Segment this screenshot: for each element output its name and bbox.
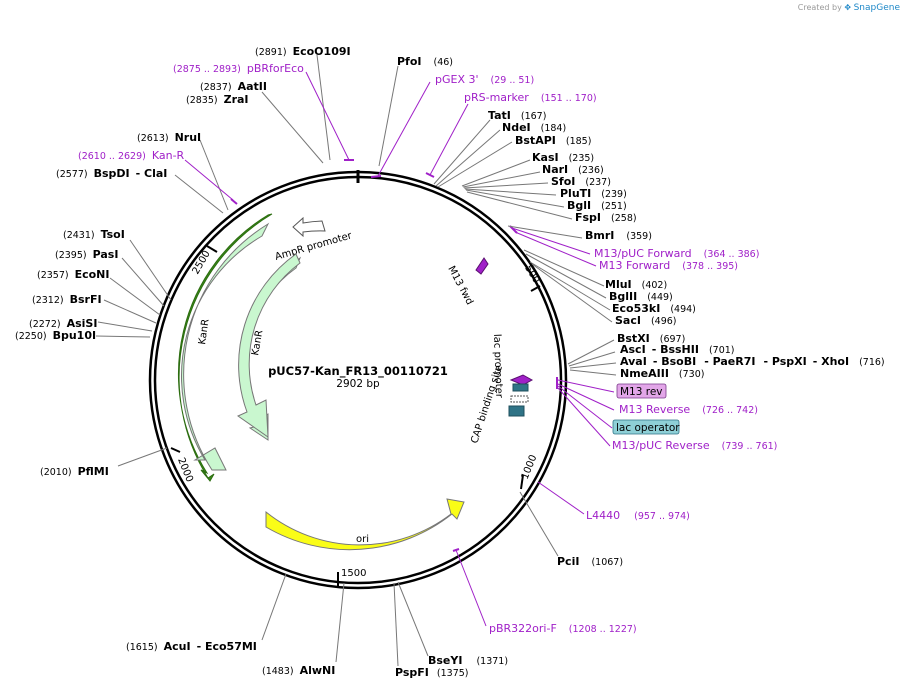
primer-leaders xyxy=(184,71,615,627)
mark-kan-r xyxy=(230,198,238,205)
lac-operator-box-label: lac operator xyxy=(616,422,680,434)
site-bpu10i: (2250)Bpu10I xyxy=(15,329,96,342)
primer-m13-forward: M13 Forward(378 .. 395) xyxy=(599,259,738,272)
site-zrai: (2835)ZraI xyxy=(186,93,249,106)
lac-operator-label-box[interactable] xyxy=(612,419,680,435)
site-mlui: MluI(402) xyxy=(605,278,667,291)
site-asisi: (2272)AsiSI xyxy=(29,317,97,330)
site-asci: AscI- BssHII(701) xyxy=(620,343,735,356)
primer-pgex3: pGEX 3'(29 .. 51) xyxy=(435,73,534,86)
kanr-outer-highlight[interactable] xyxy=(177,213,273,482)
ampr-promoter-label: AmpR promoter xyxy=(274,230,354,263)
site-nari: NarI(236) xyxy=(542,163,604,176)
tick-2000 xyxy=(170,447,181,453)
site-tsoi: (2431)TsoI xyxy=(63,228,125,241)
site-eco53ki: Eco53kI(494) xyxy=(612,302,696,315)
plasmid-name: pUC57-Kan_FR13_00110721 xyxy=(268,364,448,379)
mark-pgex3 xyxy=(370,175,382,178)
site-bsrfi: (2312)BsrFI xyxy=(32,293,102,306)
tick-label-2000: 2000 xyxy=(175,456,195,484)
site-bstxi: BstXI(697) xyxy=(617,332,685,345)
site-sfoi: SfoI(237) xyxy=(551,175,611,188)
site-leaders xyxy=(95,54,617,667)
kanr-inner-label: KanR xyxy=(250,329,265,356)
m13-rev-box[interactable] xyxy=(616,383,667,399)
primer-m13puc-reverse: M13/pUC Reverse(739 .. 761) xyxy=(612,439,777,452)
plasmid-length: 2902 bp xyxy=(336,378,380,390)
site-aatii: (2837)AatII xyxy=(200,80,267,93)
site-tati: TatI(167) xyxy=(488,109,546,122)
site-pcii: PciI(1067) xyxy=(557,555,623,568)
tick-label-1500: 1500 xyxy=(341,568,366,579)
snapgene-credit: Created by ✥ SnapGene xyxy=(798,3,900,13)
site-pluti: PluTI(239) xyxy=(560,187,627,200)
site-bseyi: BseYI(1371) xyxy=(428,654,508,667)
primer-kan-r: (2610 .. 2629)Kan-R xyxy=(78,149,185,162)
site-acui: (1615)AcuI- Eco57MI xyxy=(126,640,257,653)
lac-operator-box[interactable] xyxy=(512,383,529,392)
kanr-outer-label: KanR xyxy=(197,318,211,345)
site-bglii: BglII(449) xyxy=(609,290,673,303)
kanr-outer-arrow[interactable] xyxy=(181,222,270,471)
ori-arrow[interactable] xyxy=(265,498,465,551)
site-bspdi: (2577)BspDI- ClaI xyxy=(56,167,167,180)
site-nmeaiii: NmeAIII(730) xyxy=(620,367,704,380)
site-fspi: FspI(258) xyxy=(575,211,637,224)
site-pfoi: PfoI(46) xyxy=(397,55,453,68)
lac-promoter-label: lac promoter xyxy=(491,334,504,399)
site-saci: SacI(496) xyxy=(615,314,677,327)
site-alwni: (1483)AlwNI xyxy=(262,664,335,677)
primer-m13-reverse: M13 Reverse(726 .. 742) xyxy=(619,403,758,416)
m13-fwd-label: M13 fwd xyxy=(445,264,475,307)
primer-l4440: L4440(957 .. 974) xyxy=(586,509,690,522)
m13-fwd-arrow[interactable] xyxy=(475,257,489,275)
site-econi: (2357)EcoNI xyxy=(37,268,109,281)
tick-1000 xyxy=(520,474,524,490)
snapgene-logo-icon: ✥ xyxy=(844,3,852,12)
site-bgli: BglI(251) xyxy=(567,199,627,212)
lac-promoter-box[interactable] xyxy=(510,395,529,403)
site-pflmi: (2010)PflMI xyxy=(40,465,109,478)
tick-2500 xyxy=(206,245,218,253)
primer-pbr322ori-f: pBR322ori-F(1208 .. 1227) xyxy=(489,622,637,635)
site-ndei: NdeI(184) xyxy=(502,121,566,134)
site-pasi: (2395)PasI xyxy=(55,248,118,261)
m13-rev-box-label: M13 rev xyxy=(620,386,663,398)
ampr-promoter-arrow[interactable] xyxy=(292,216,326,238)
credit-brand: SnapGene xyxy=(853,3,900,13)
primer-pbrforeco: (2875 .. 2893)pBRforEco xyxy=(173,62,304,75)
m13-rev-arrow[interactable] xyxy=(509,374,534,386)
credit-text: Created by xyxy=(797,3,842,12)
cap-binding-site-box[interactable] xyxy=(508,405,525,417)
site-kasi: KasI(235) xyxy=(532,151,594,164)
site-bstapi: BstAPI(185) xyxy=(515,134,591,147)
site-pspfi: PspFI(1375) xyxy=(395,666,469,679)
primer-prs-marker: pRS-marker(151 .. 170) xyxy=(464,91,597,104)
primer-marks xyxy=(230,159,558,552)
cap-binding-site-label: CAP binding site xyxy=(469,364,505,445)
kanr-inner-arrow[interactable] xyxy=(236,253,301,438)
site-ecoo109i: (2891)EcoO109I xyxy=(255,45,351,58)
site-avai: AvaI- BsoBI- PaeR7I- PspXI- XhoI(716) xyxy=(620,355,885,368)
ori-label: ori xyxy=(356,534,369,545)
primer-m13puc-forward: M13/pUC Forward(364 .. 386) xyxy=(594,247,759,260)
site-bmri: BmrI(359) xyxy=(585,229,652,242)
site-nrui: (2613)NruI xyxy=(137,131,201,144)
tick-500 xyxy=(530,285,541,292)
